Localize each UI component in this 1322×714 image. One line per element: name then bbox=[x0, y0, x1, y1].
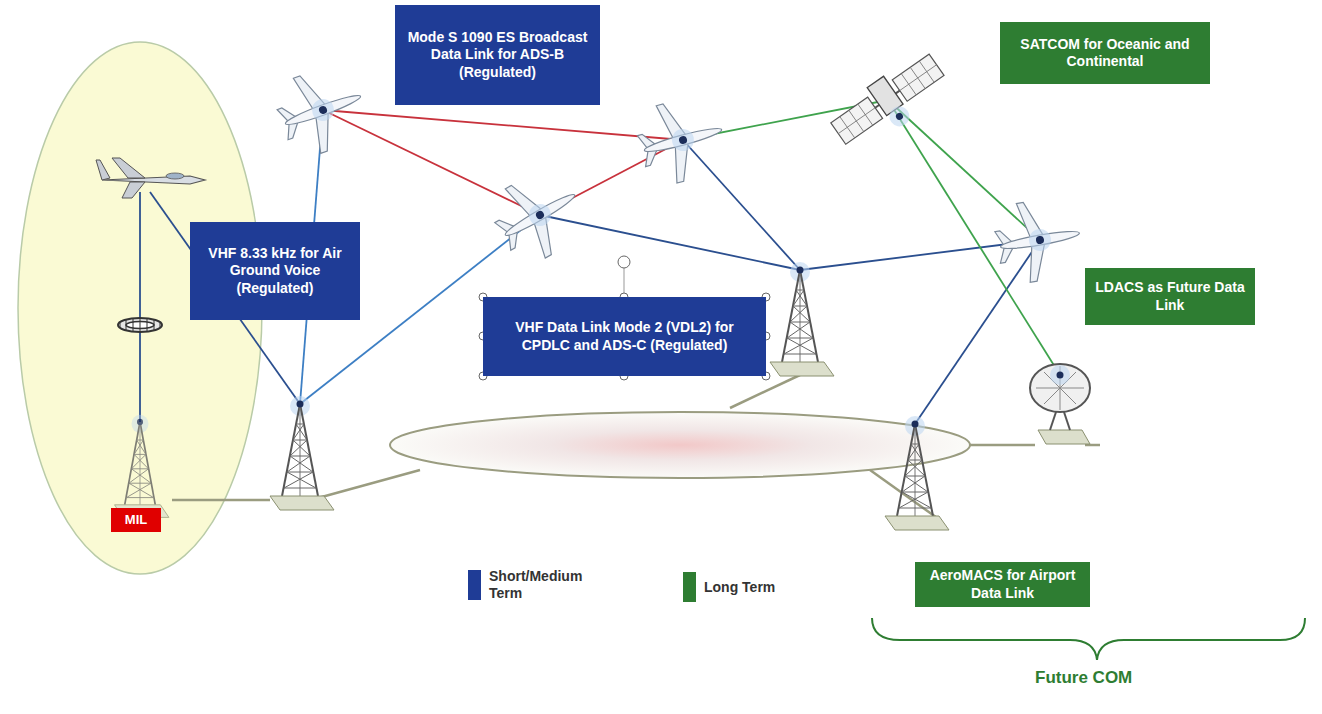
box-text: LDACS as Future Data Link bbox=[1093, 279, 1247, 314]
label-box: LDACS as Future Data Link bbox=[1085, 268, 1255, 325]
box-text: Mode S 1090 ES Broadcast Data Link for A… bbox=[403, 29, 592, 82]
box-text: SATCOM for Oceanic and Continental bbox=[1008, 36, 1202, 71]
legend-text: Short/Medium Term bbox=[489, 568, 589, 602]
label-box: SATCOM for Oceanic and Continental bbox=[1000, 22, 1210, 84]
box-text: VHF Data Link Mode 2 (VDL2) for CPDLC an… bbox=[491, 319, 758, 354]
label-box: VHF Data Link Mode 2 (VDL2) for CPDLC an… bbox=[483, 297, 766, 376]
label-box: Mode S 1090 ES Broadcast Data Link for A… bbox=[395, 5, 600, 105]
bracket-label: Future COM bbox=[1035, 668, 1132, 688]
legend-swatch bbox=[468, 570, 481, 600]
box-text: MIL bbox=[125, 512, 147, 528]
box-text: AeroMACS for Airport Data Link bbox=[923, 567, 1082, 602]
box-text: VHF 8.33 kHz for Air Ground Voice (Regul… bbox=[198, 245, 352, 298]
legend-item: Long Term bbox=[683, 572, 775, 602]
tag-box: MIL bbox=[111, 508, 161, 532]
legend-item: Short/Medium Term bbox=[468, 568, 589, 602]
label-box: AeroMACS for Airport Data Link bbox=[915, 562, 1090, 607]
legend-swatch bbox=[683, 572, 696, 602]
label-box: VHF 8.33 kHz for Air Ground Voice (Regul… bbox=[190, 222, 360, 320]
legend-text: Long Term bbox=[704, 579, 775, 596]
